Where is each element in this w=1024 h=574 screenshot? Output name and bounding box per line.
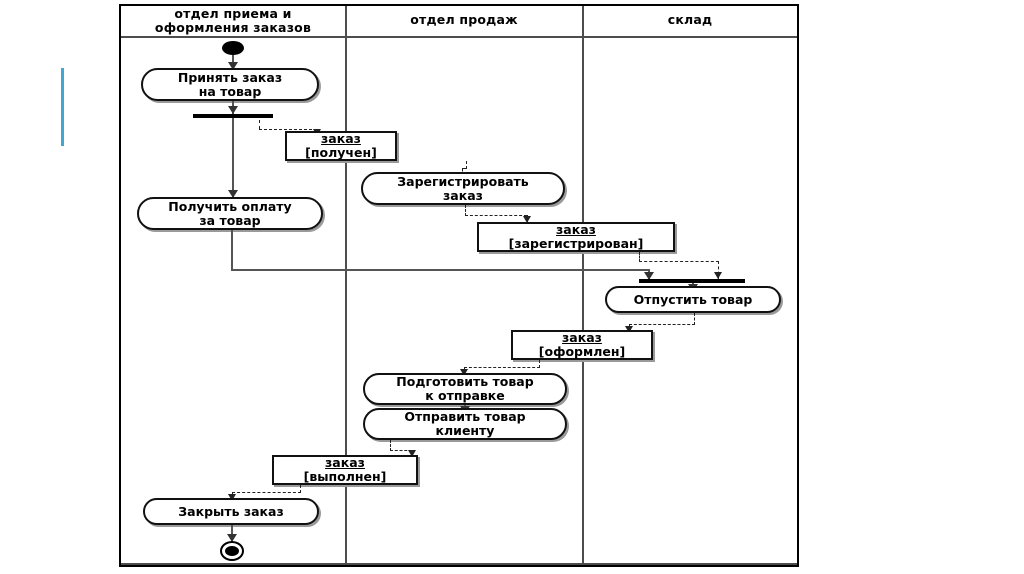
lane-title-intake-line2: оформления заказов xyxy=(154,20,312,35)
object-order-registered[interactable]: заказ [зарегистрирован] xyxy=(477,222,675,252)
activity-accept-order[interactable]: Принять заказ на товар xyxy=(141,68,319,101)
lane-title-warehouse: склад xyxy=(667,12,713,27)
arrowhead-start-to-accept xyxy=(228,62,238,70)
object-order-processed-name: заказ xyxy=(562,330,602,345)
arrowhead-registered-to-join xyxy=(714,272,722,279)
object-order-processed-state: [оформлен] xyxy=(538,344,626,359)
fork-bar xyxy=(193,114,273,118)
arrowhead-close-to-end xyxy=(227,534,237,542)
objectflow-release-to-processed xyxy=(629,324,695,325)
objectflow-completed-to-close xyxy=(232,492,301,493)
activity-prepare-goods[interactable]: Подготовить товар к отправке xyxy=(363,373,567,405)
activity-receive-payment-line1: Получить оплату xyxy=(168,198,292,214)
arrowhead-release-to-processed xyxy=(625,326,633,333)
arrowhead-completed-to-close xyxy=(228,494,236,501)
end-node-core xyxy=(225,546,239,556)
object-order-registered-state: [зарегистрирован] xyxy=(508,236,644,251)
flow-payment-right xyxy=(231,269,649,271)
activity-register-order-line2: заказ xyxy=(443,187,483,203)
object-order-completed[interactable]: заказ [выполнен] xyxy=(272,455,418,485)
lane-header-rule xyxy=(121,36,797,38)
lane-divider-1 xyxy=(345,6,347,563)
activity-close-order-line1: Закрыть заказ xyxy=(178,503,284,519)
objectflow-register-to-registered xyxy=(465,215,527,216)
object-order-completed-state: [выполнен] xyxy=(303,469,387,484)
activity-release-goods-line1: Отпустить товар xyxy=(633,291,753,307)
objectflow-processed-exit xyxy=(539,360,540,368)
activity-receive-payment[interactable]: Получить оплату за товар xyxy=(137,197,323,230)
activity-accept-order-line1: Принять заказ xyxy=(177,69,283,85)
objectflow-completed-exit xyxy=(300,485,301,493)
activity-ship-goods[interactable]: Отправить товар клиенту xyxy=(363,408,567,440)
object-order-completed-name: заказ xyxy=(325,455,365,470)
arrowhead-fork-to-payment xyxy=(228,190,238,198)
objectflow-registered-exit xyxy=(639,252,640,262)
activity-prepare-goods-line2: к отправке xyxy=(425,388,505,403)
activity-register-order-line1: Зарегистрировать xyxy=(397,173,529,189)
flow-close-to-end xyxy=(231,525,233,542)
lane-bottom-rule xyxy=(121,563,797,565)
objectflow-received-to-register xyxy=(462,168,466,169)
flow-start-to-accept xyxy=(232,55,234,65)
activity-ship-goods-line1: Отправить товар xyxy=(404,409,526,424)
object-order-received-state: [получен] xyxy=(305,145,377,160)
arrowhead-payment-to-join xyxy=(644,272,654,280)
activity-accept-order-line2: на товар xyxy=(198,83,262,99)
activity-prepare-goods-line1: Подготовить товар xyxy=(396,374,534,389)
object-order-received-name: заказ xyxy=(321,131,361,146)
activity-receive-payment-line2: за товар xyxy=(199,212,261,228)
flow-payment-down xyxy=(231,230,233,270)
object-order-processed[interactable]: заказ [оформлен] xyxy=(511,330,653,360)
join-bar xyxy=(639,279,745,283)
object-order-received[interactable]: заказ [получен] xyxy=(285,131,397,161)
lane-title-intake-line1: отдел приема и xyxy=(174,6,292,21)
objectflow-release-exit xyxy=(694,313,695,325)
object-order-registered-name: заказ xyxy=(556,222,596,237)
start-node xyxy=(222,41,244,55)
objectflow-registered-to-join xyxy=(639,261,719,262)
objectflow-processed-to-prepare xyxy=(464,367,540,368)
arrowhead-processed-to-prepare xyxy=(460,369,468,376)
accent-bar xyxy=(61,68,64,146)
activity-register-order[interactable]: Зарегистрировать заказ xyxy=(361,172,565,205)
objectflow-received-exit xyxy=(466,161,467,169)
lane-title-sales: отдел продаж xyxy=(410,12,518,27)
end-node xyxy=(220,541,244,561)
objectflow-ship-to-completed xyxy=(390,450,412,451)
lane-title-intake: отдел приема и оформления заказов xyxy=(123,7,343,35)
arrowhead-accept-to-fork xyxy=(228,106,238,114)
arrowhead-register-to-registered xyxy=(523,216,531,223)
activity-release-goods[interactable]: Отпустить товар xyxy=(605,286,781,313)
objectflow-fork-to-received xyxy=(259,129,317,130)
lane-divider-2 xyxy=(582,6,584,563)
objectflow-register-exit xyxy=(465,205,466,216)
flow-fork-to-payment xyxy=(232,118,234,198)
objectflow-join-drop xyxy=(718,261,719,280)
arrowhead-ship-to-completed xyxy=(408,450,416,457)
objectflow-ship-exit xyxy=(390,440,391,451)
activity-ship-goods-line2: клиенту xyxy=(435,423,495,438)
objectflow-fork-drop xyxy=(259,120,260,129)
activity-close-order[interactable]: Закрыть заказ xyxy=(143,498,319,525)
